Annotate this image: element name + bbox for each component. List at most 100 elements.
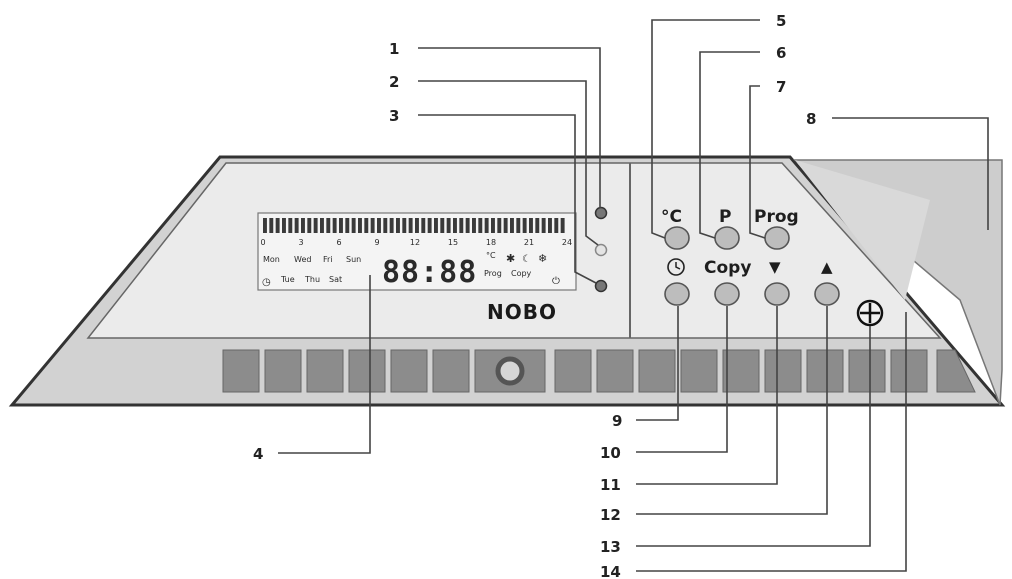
lcd-day-label: Thu xyxy=(304,275,320,284)
lcd-hour-segment xyxy=(453,218,457,233)
leader-line-2 xyxy=(418,80,599,246)
side-bevel xyxy=(795,160,930,300)
vent-slot xyxy=(222,349,260,393)
down-button[interactable] xyxy=(764,282,790,306)
lcd-hour-segment xyxy=(326,218,331,233)
vent-slot xyxy=(432,349,470,393)
callout-2: 2 xyxy=(389,73,399,91)
thermostat-knob xyxy=(495,356,525,386)
lcd-hour-label: 21 xyxy=(524,238,534,247)
temp-button-label: °C xyxy=(661,207,682,227)
callout-3: 3 xyxy=(389,107,399,125)
lcd-hour-segment xyxy=(307,218,312,233)
lcd-hour-segment xyxy=(396,218,400,233)
callout-13: 13 xyxy=(600,538,621,556)
callout-11: 11 xyxy=(600,476,621,494)
lcd-hour-label: 0 xyxy=(260,238,265,247)
lcd-hour-segment xyxy=(415,218,419,233)
lcd-hour-segment xyxy=(345,218,350,233)
indicator-light-2 xyxy=(594,243,608,257)
lcd-day-label: Wed xyxy=(294,255,311,264)
leader-line-14 xyxy=(636,312,907,572)
vent-slot xyxy=(638,349,676,393)
lcd-hour-segment xyxy=(313,218,318,233)
leader-line-8 xyxy=(832,117,989,230)
brand-logo: NOBO xyxy=(487,300,557,324)
lcd-hour-segment xyxy=(541,218,546,233)
lcd-hour-label: 3 xyxy=(298,238,303,247)
lcd-hour-segment xyxy=(478,218,483,233)
indicator-light-1 xyxy=(594,206,608,220)
lcd-hour-segment xyxy=(320,218,324,233)
lcd-hour-segment xyxy=(510,218,514,233)
callout-12: 12 xyxy=(600,506,621,524)
lcd-hour-segment xyxy=(301,218,305,233)
prog-button[interactable] xyxy=(764,226,790,250)
lcd-hour-segment xyxy=(288,218,293,233)
lcd-hour-segment xyxy=(370,218,375,233)
lcd-hour-segment xyxy=(402,218,407,233)
up-arrow-icon: ▲ xyxy=(821,258,833,276)
vent-slot xyxy=(390,349,428,393)
lcd-hour-segment xyxy=(389,218,394,233)
lcd-hour-segment xyxy=(497,218,502,233)
leader-line-9 xyxy=(636,306,679,421)
leader-line-3 xyxy=(418,114,597,284)
lcd-hour-segment xyxy=(560,218,565,233)
lcd-hour-segment xyxy=(408,218,413,233)
leader-line-12 xyxy=(636,306,828,515)
callout-7: 7 xyxy=(776,78,786,96)
lcd-hour-segment xyxy=(459,218,464,233)
up-button[interactable] xyxy=(814,282,840,306)
side-panel xyxy=(792,159,1003,406)
vent-slot xyxy=(554,349,592,393)
p-button[interactable] xyxy=(714,226,740,250)
callout-1: 1 xyxy=(389,40,399,58)
vent-slot xyxy=(936,349,976,393)
lcd-hour-label: 12 xyxy=(410,238,420,247)
clock-small-icon: ◷ xyxy=(262,277,271,288)
down-arrow-icon: ▼ xyxy=(769,258,781,276)
leader-line-13 xyxy=(636,326,871,547)
lcd-hour-segment xyxy=(535,218,540,233)
lcd-day-label: Fri xyxy=(323,255,333,264)
leader-line-10 xyxy=(636,306,728,453)
vent-slot xyxy=(890,349,928,393)
lcd-hour-segment xyxy=(440,218,445,233)
callout-9: 9 xyxy=(612,412,622,430)
lcd-hour-label: 15 xyxy=(448,238,458,247)
copy-button[interactable] xyxy=(714,282,740,306)
temp-button[interactable] xyxy=(664,226,690,250)
lcd-hour-segment xyxy=(269,218,274,233)
leader-line-1 xyxy=(418,47,601,208)
lcd-hour-segment xyxy=(358,218,362,233)
lcd-hour-segment xyxy=(421,218,426,233)
leader-line-11 xyxy=(636,306,778,485)
vent-slot xyxy=(596,349,634,393)
lcd-prog-indicator: Prog xyxy=(484,269,502,278)
lcd-hour-label: 18 xyxy=(486,238,496,247)
p-button-label: P xyxy=(719,207,731,227)
eco-moon-icon: ☾ xyxy=(522,254,531,265)
lcd-hour-segment xyxy=(294,218,299,233)
lcd-hour-label: 9 xyxy=(374,238,379,247)
vent-slot xyxy=(764,349,802,393)
callout-5: 5 xyxy=(776,12,786,30)
lcd-temp-unit: °C xyxy=(486,251,496,260)
lcd-hour-segment xyxy=(522,218,527,233)
clock-button[interactable] xyxy=(664,282,690,306)
lcd-day-label: Sat xyxy=(329,275,342,284)
lcd-hour-segment xyxy=(263,218,267,233)
lcd-hour-segment xyxy=(364,218,369,233)
lcd-hour-segment xyxy=(383,218,388,233)
lcd-hour-segment xyxy=(275,218,280,233)
prog-button-label: Prog xyxy=(754,207,799,227)
lcd-hour-segment xyxy=(554,218,559,233)
leader-line-5 xyxy=(651,19,760,239)
vent-slot xyxy=(848,349,886,393)
comfort-sun-icon: ✱ xyxy=(506,252,515,265)
leader-line-7 xyxy=(749,85,766,239)
